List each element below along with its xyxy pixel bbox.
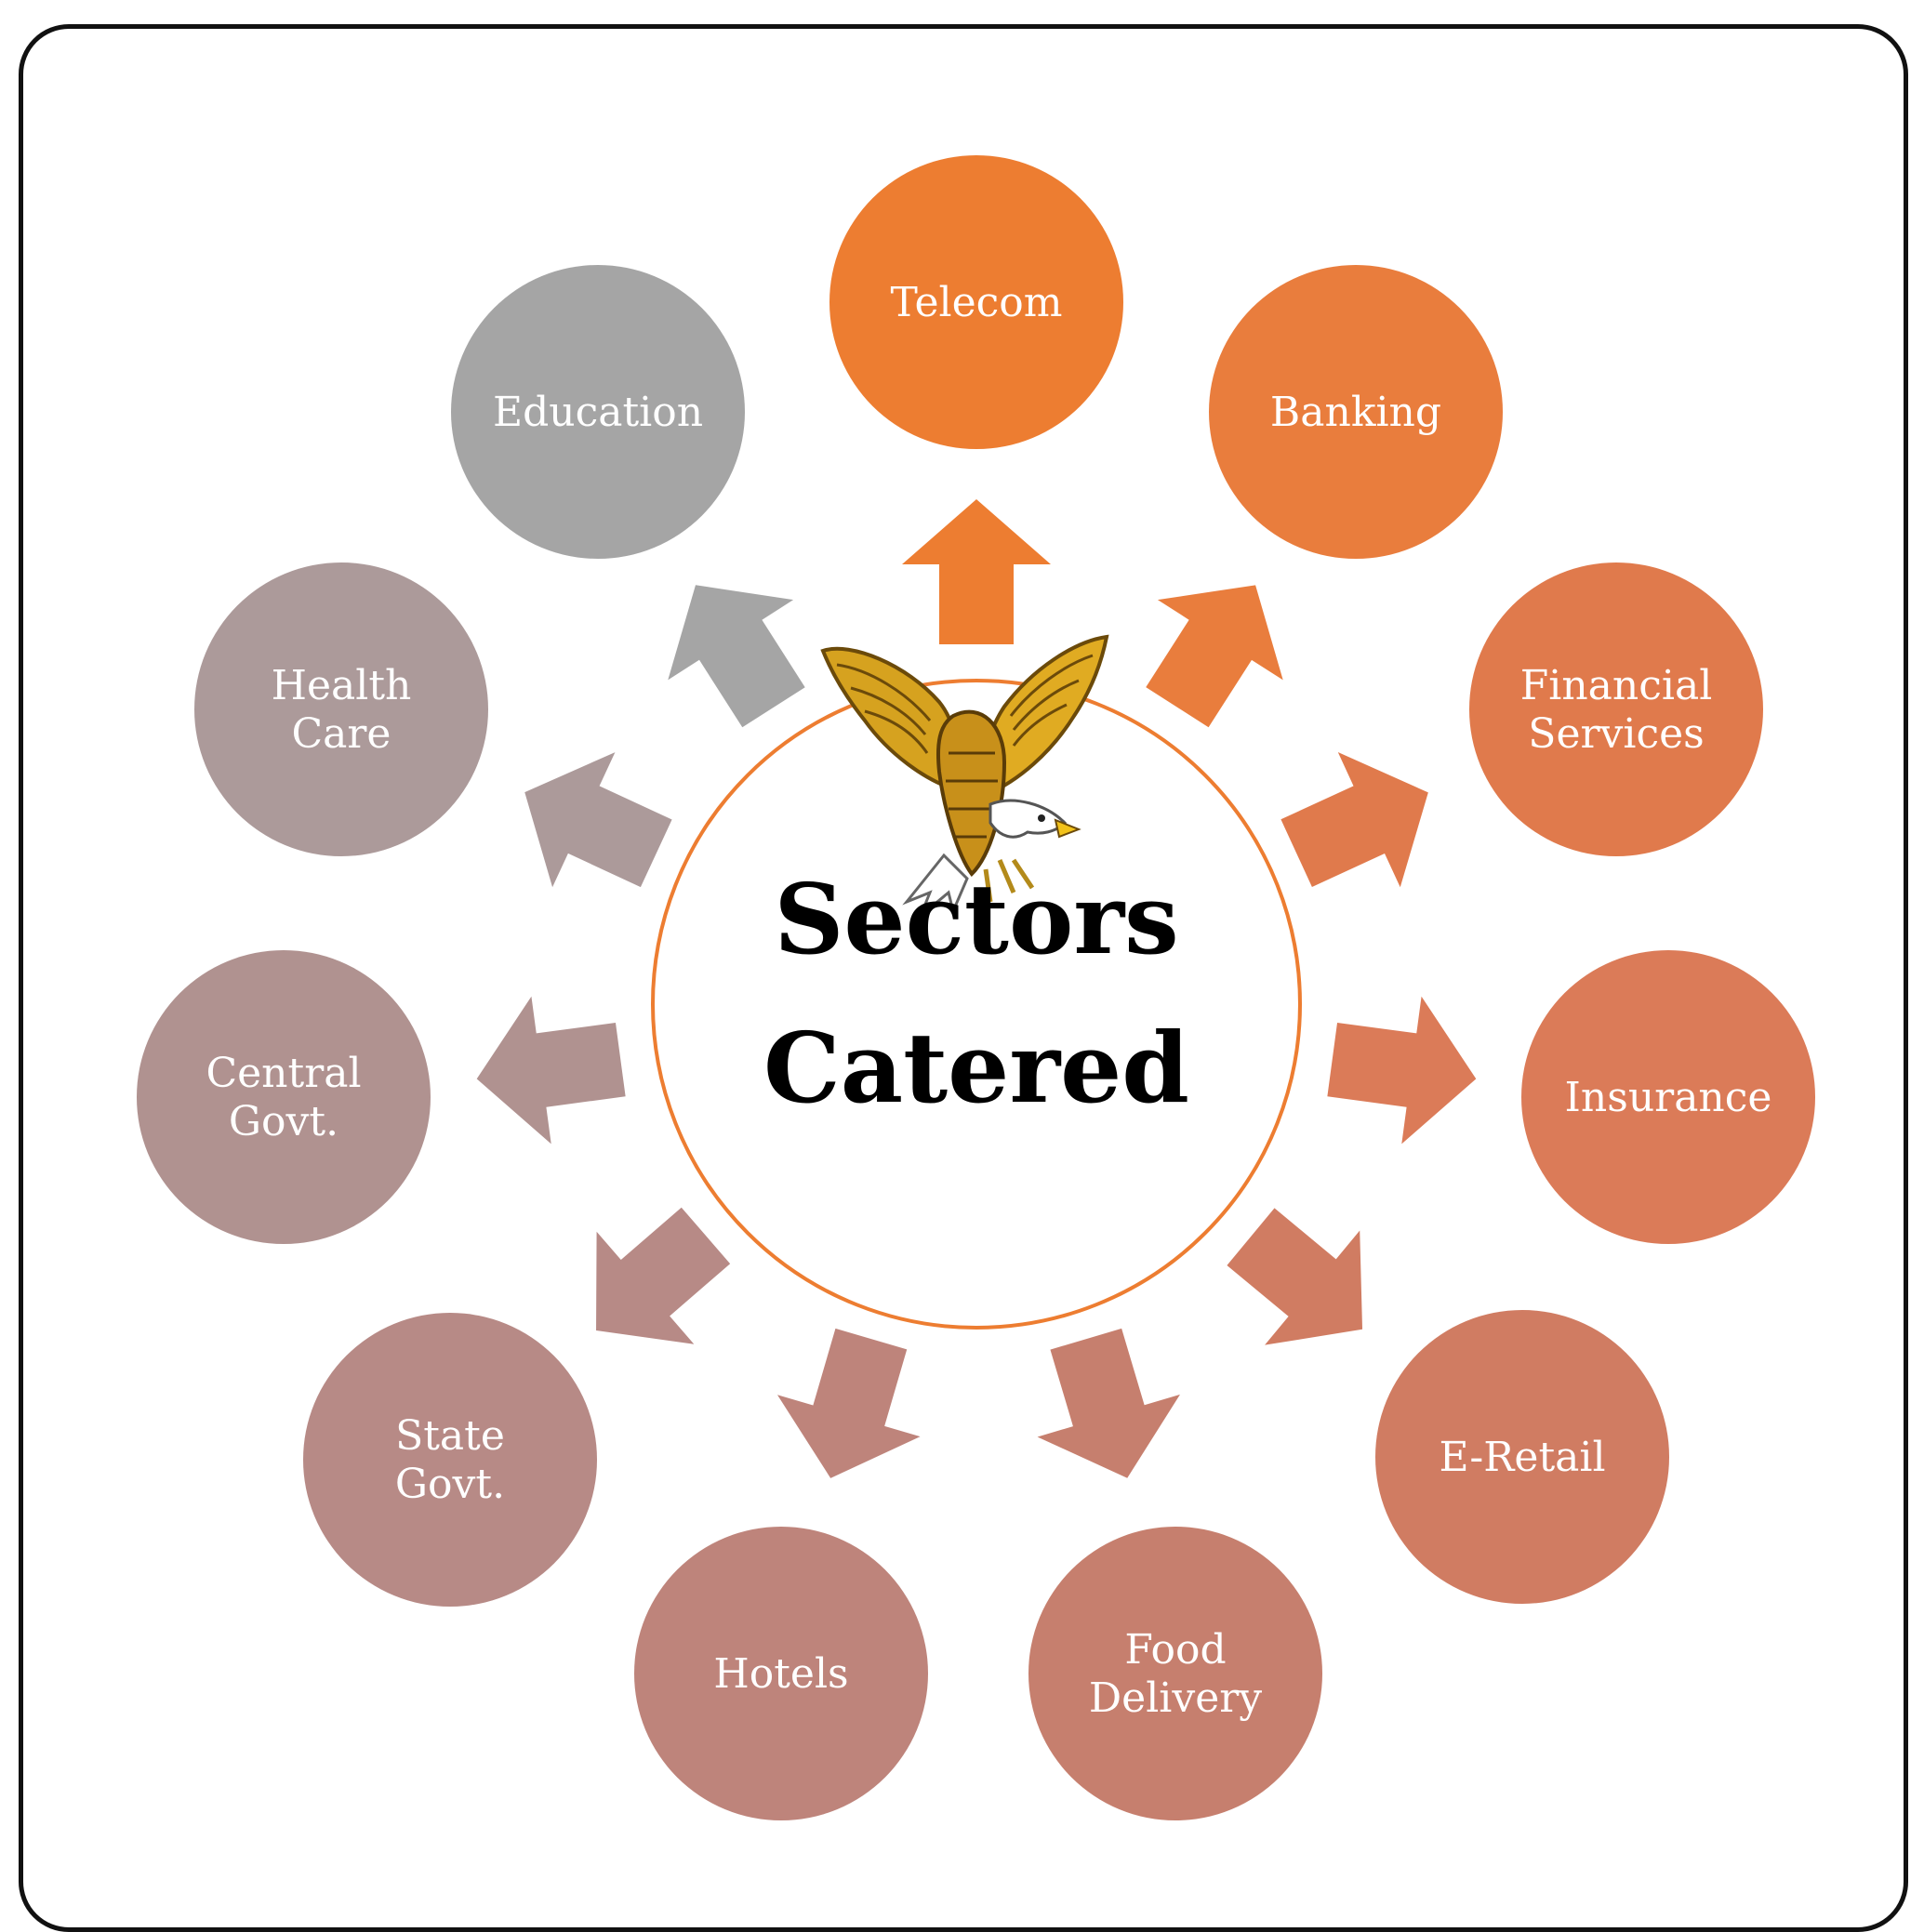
sector-label-central-line-2: Govt. [229, 1098, 338, 1145]
sector-node-telecom: Telecom [829, 155, 1123, 449]
sector-node-hotels: Hotels [634, 1527, 928, 1820]
sector-label-financial-line-2: Services [1528, 710, 1704, 758]
arrow-to-food [1037, 1328, 1180, 1478]
sector-node-eretail: E-Retail [1375, 1310, 1669, 1604]
eagle-logo-icon [820, 634, 1109, 918]
sector-label-telecom-line-1: Telecom [891, 279, 1063, 326]
sector-label-food-line-1: Food [1124, 1626, 1226, 1674]
arrow-to-central [476, 996, 626, 1145]
arrow-to-state [596, 1207, 731, 1344]
sector-label-eretail-line-1: E-Retail [1439, 1434, 1605, 1481]
nodes-layer: TelecomBankingFinancialServicesInsurance… [137, 155, 1815, 1820]
sector-circle-education [451, 265, 745, 559]
arrows-layer [476, 499, 1477, 1478]
sector-label-health-line-1: Health [272, 662, 412, 709]
center-title-line-2: Catered [763, 1011, 1189, 1125]
sector-label-financial-line-1: Financial [1520, 662, 1713, 709]
sector-circle-financial [1469, 562, 1763, 856]
sector-label-state-line-1: State [395, 1412, 505, 1460]
center-ring [651, 679, 1302, 1330]
sector-label-central-line-1: Central [206, 1050, 361, 1097]
arrow-to-education [668, 585, 805, 728]
sector-label-state-line-2: Govt. [395, 1461, 505, 1508]
arrow-to-insurance [1327, 996, 1477, 1145]
sector-node-banking: Banking [1209, 265, 1503, 559]
sector-label-banking-line-1: Banking [1270, 389, 1441, 436]
sector-node-insurance: Insurance [1521, 950, 1815, 1244]
sector-circle-state [303, 1313, 597, 1607]
sector-label-food-line-2: Delivery [1089, 1674, 1262, 1722]
sector-circle-banking [1209, 265, 1503, 559]
sector-circle-insurance [1521, 950, 1815, 1244]
sector-label-insurance-line-1: Insurance [1565, 1074, 1772, 1121]
sector-label-education-line-1: Education [493, 389, 703, 436]
arrow-to-banking [1146, 585, 1283, 728]
arrow-to-financial [1280, 751, 1428, 888]
sector-circle-hotels [634, 1527, 928, 1820]
center-title-line-1: Sectors [774, 862, 1178, 976]
arrow-to-eretail [1227, 1208, 1363, 1345]
arrow-to-telecom [902, 499, 1051, 644]
sector-label-hotels-line-1: Hotels [713, 1650, 848, 1698]
sector-circle-food [1028, 1527, 1322, 1820]
sector-node-education: Education [451, 265, 745, 559]
sector-circle-health [194, 562, 488, 856]
sector-circle-telecom [829, 155, 1123, 449]
arrow-to-hotels [776, 1328, 921, 1478]
arrow-to-health [524, 752, 672, 888]
sector-circle-central [137, 950, 431, 1244]
sector-label-health-line-2: Care [292, 710, 391, 758]
sector-circle-eretail [1375, 1310, 1669, 1604]
